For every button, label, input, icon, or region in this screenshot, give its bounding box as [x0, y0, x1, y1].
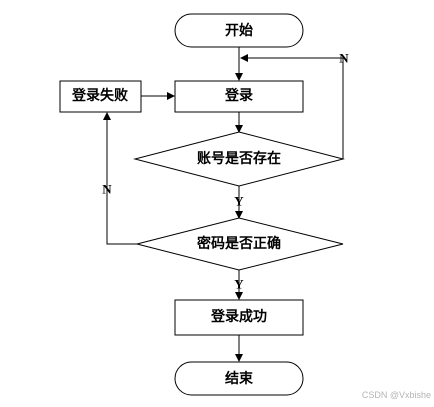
account-check-label: 账号是否存在 — [197, 150, 281, 167]
password-yes-label: Y — [234, 277, 244, 292]
login-success-label: 登录成功 — [210, 308, 267, 325]
edge-password-no — [103, 112, 137, 245]
login-fail-label: 登录失败 — [71, 87, 129, 104]
edge-account-no-loop — [240, 54, 344, 159]
password-check-node: 密码是否正确 — [136, 217, 344, 271]
password-no-label: N — [102, 182, 112, 197]
login-success-node: 登录成功 — [174, 299, 304, 336]
start-node: 开始 — [174, 13, 304, 48]
login-fail-node: 登录失败 — [59, 80, 142, 113]
login-label: 登录 — [224, 87, 253, 104]
account-yes-label: Y — [234, 194, 244, 209]
login-node: 登录 — [174, 80, 304, 113]
start-label: 开始 — [225, 22, 253, 39]
end-label: 结束 — [225, 370, 254, 387]
end-node: 结束 — [174, 361, 304, 396]
password-check-label: 密码是否正确 — [196, 235, 281, 252]
account-check-node: 账号是否存在 — [133, 131, 345, 187]
account-no-label: N — [339, 51, 349, 66]
watermark: CSDN @Vxbishe — [362, 390, 431, 400]
